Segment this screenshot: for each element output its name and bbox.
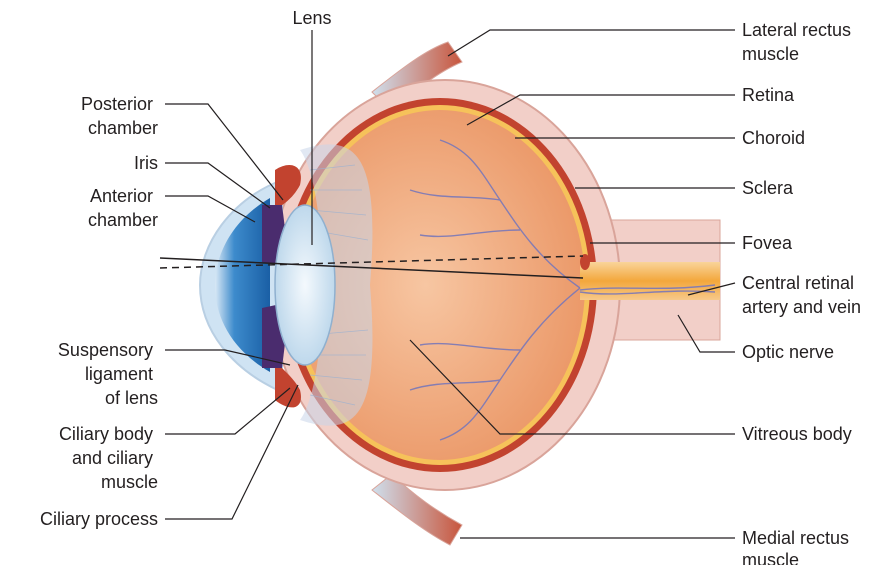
label-retina: Retina [742, 85, 795, 105]
leader-posterior-chamber [165, 104, 283, 200]
label-choroid: Choroid [742, 128, 805, 148]
label-optic-nerve: Optic nerve [742, 342, 834, 362]
label-central-retinal: Central retinal artery and vein [742, 273, 861, 317]
label-suspensory-ligament: Suspensory ligament of lens [58, 340, 158, 408]
label-iris: Iris [134, 153, 158, 173]
label-ciliary-body: Ciliary body and ciliary muscle [59, 424, 158, 492]
leader-ciliary-process [165, 385, 298, 519]
label-lens: Lens [292, 8, 331, 28]
label-anterior-chamber: Anterior chamber [88, 186, 158, 230]
label-posterior-chamber: Posterior chamber [81, 94, 158, 138]
leader-lateral-rectus [448, 30, 735, 56]
label-medial-rectus: Medial rectus muscle [742, 528, 854, 565]
label-fovea: Fovea [742, 233, 793, 253]
label-lateral-rectus: Lateral rectus muscle [742, 20, 856, 64]
label-sclera: Sclera [742, 178, 794, 198]
label-vitreous-body: Vitreous body [742, 424, 852, 444]
label-ciliary-process: Ciliary process [40, 509, 158, 529]
lens-shape [275, 205, 335, 365]
leader-ciliary-body [165, 388, 290, 434]
